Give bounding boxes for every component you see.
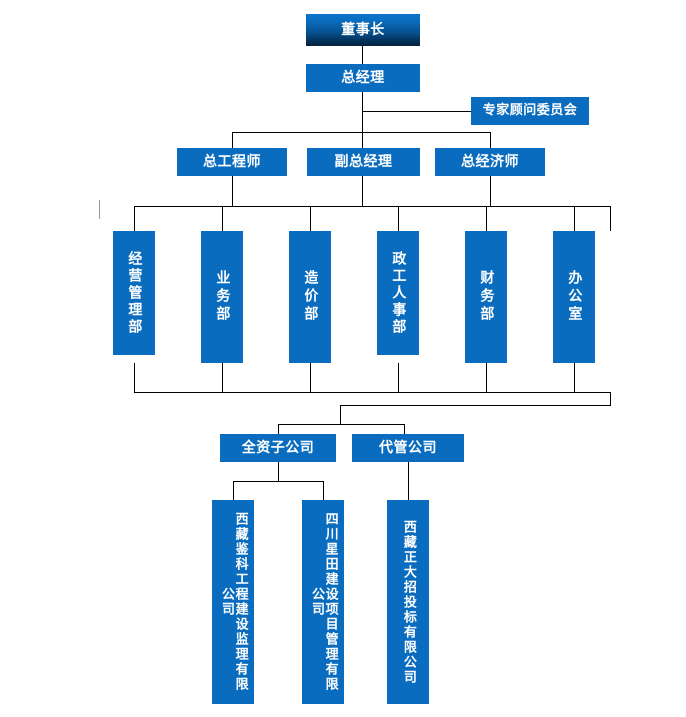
connector-lower-bus bbox=[134, 392, 610, 393]
connector-to-chief-economist bbox=[490, 132, 491, 148]
connector-deputy-gm-down bbox=[362, 176, 363, 206]
connector-subsidiary-split-bus bbox=[278, 424, 404, 425]
node-managed-company[interactable]: 代管公司 bbox=[352, 434, 464, 462]
connector-department-bus bbox=[134, 206, 610, 207]
node-department-political-work-hr[interactable]: 政工人事部 bbox=[377, 231, 419, 355]
connector-to-managed bbox=[404, 424, 405, 434]
connector-bus-right-end bbox=[610, 206, 611, 231]
connector-bus-left-end bbox=[134, 206, 135, 231]
connector-dept-3-down bbox=[310, 363, 311, 392]
connector-level3-bus bbox=[232, 132, 491, 133]
connector-drop-dept-4 bbox=[398, 206, 399, 231]
node-department-cost-estimation[interactable]: 造价部 bbox=[289, 231, 331, 363]
node-wholly-owned-subsidiary[interactable]: 全资子公司 bbox=[220, 434, 336, 462]
node-chairman[interactable]: 董事长 bbox=[306, 14, 420, 46]
connector-drop-dept-3 bbox=[310, 206, 311, 231]
connector-to-company-2 bbox=[323, 481, 324, 500]
connector-dept-5-down bbox=[486, 363, 487, 392]
connector-subsidiary-feed bbox=[340, 405, 611, 406]
connector-chief-economist-down bbox=[490, 176, 491, 206]
connector-subsidiary-trunk bbox=[340, 405, 341, 424]
connector-dept-2-down bbox=[222, 363, 223, 392]
node-chief-engineer[interactable]: 总工程师 bbox=[177, 148, 287, 176]
node-advisory-committee[interactable]: 专家顾问委员会 bbox=[471, 97, 589, 125]
node-deputy-general-manager[interactable]: 副总经理 bbox=[307, 148, 420, 176]
connector-drop-dept-2 bbox=[222, 206, 223, 231]
connector-chairman-to-gm bbox=[362, 46, 363, 64]
connector-to-wholly-owned bbox=[278, 424, 279, 434]
connector-gm-to-advisory bbox=[362, 111, 471, 112]
connector-companies-split-bus bbox=[233, 481, 323, 482]
connector-wholly-owned-down bbox=[278, 462, 279, 481]
connector-to-company-3 bbox=[408, 462, 409, 500]
connector-gm-trunk bbox=[362, 92, 363, 170]
gray-tick-mark bbox=[99, 200, 100, 219]
node-department-business[interactable]: 业务部 bbox=[201, 231, 243, 363]
connector-drop-dept-6 bbox=[574, 206, 575, 231]
node-company-xizang-zhengda[interactable]: 西藏正大招投标有限公司 bbox=[387, 500, 429, 704]
connector-dept-6-down bbox=[574, 363, 575, 392]
node-department-finance[interactable]: 财务部 bbox=[465, 231, 507, 363]
connector-dept-1-down bbox=[134, 363, 135, 392]
connector-to-company-1 bbox=[233, 481, 234, 500]
connector-to-chief-engineer bbox=[232, 132, 233, 148]
connector-chief-engineer-down bbox=[232, 176, 233, 206]
node-department-office[interactable]: 办公室 bbox=[553, 231, 595, 363]
connector-drop-dept-5 bbox=[486, 206, 487, 231]
node-company-xizang-jianke[interactable]: 西藏鉴科工程建设监理有限公司 bbox=[212, 500, 254, 704]
node-department-operations-management[interactable]: 经营管理部 bbox=[113, 231, 155, 355]
node-company-sichuan-xingtian[interactable]: 四川星田建设项目管理有限公司 bbox=[302, 500, 344, 704]
connector-dept-4-down bbox=[398, 363, 399, 392]
node-general-manager[interactable]: 总经理 bbox=[306, 64, 420, 92]
connector-lower-bus-right-drop bbox=[610, 392, 611, 405]
node-chief-economist[interactable]: 总经济师 bbox=[435, 148, 545, 176]
